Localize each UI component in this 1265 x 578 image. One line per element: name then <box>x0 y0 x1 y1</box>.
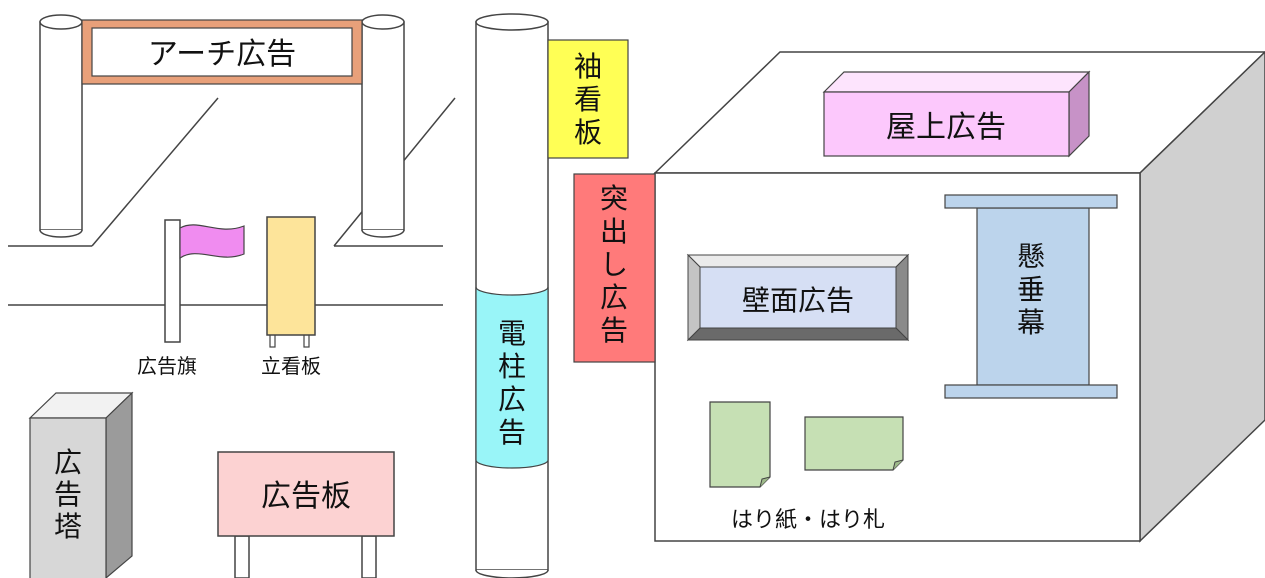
flag-label: 広告旗 <box>137 354 197 378</box>
protruding-char-3: し <box>600 248 628 281</box>
protruding-char-4: 広 <box>600 281 628 314</box>
wall-label: 壁面広告 <box>742 284 854 317</box>
utility-pole: 電 柱 広 告 <box>475 13 549 578</box>
board-label: 広告板 <box>261 479 351 514</box>
sleeve-char-2: 看 <box>574 83 602 116</box>
tower-char-1: 広 <box>54 446 82 479</box>
banner-char-2: 垂 <box>1017 273 1045 306</box>
hanging-banner: 懸 垂 幕 <box>944 194 1118 399</box>
protruding-char-2: 出 <box>600 215 628 248</box>
pole-char-4: 告 <box>498 416 526 449</box>
pole-char-1: 電 <box>498 317 526 350</box>
wall-advertisement: 壁面広告 <box>686 253 910 342</box>
sleeve-char-1: 袖 <box>574 50 602 83</box>
sleeve-char-3: 板 <box>574 116 602 149</box>
arch-label: アーチ広告 <box>148 37 296 72</box>
pole-char-2: 柱 <box>498 350 526 383</box>
rooftop-label: 屋上広告 <box>886 110 1006 145</box>
tower-char-2: 告 <box>54 478 82 511</box>
posters: はり紙・はり札 <box>709 401 904 533</box>
banner-char-1: 懸 <box>1017 240 1045 273</box>
sleeve-signboard: 袖 看 板 <box>547 39 629 159</box>
protruding-char-1: 突 <box>600 182 628 215</box>
protruding-char-5: 告 <box>600 314 628 347</box>
advertising-tower: 広 告 塔 <box>28 391 134 578</box>
rooftop-advertisement: 屋上広告 <box>822 70 1091 158</box>
banner-char-3: 幕 <box>1017 306 1045 339</box>
pole-char-3: 広 <box>498 383 526 416</box>
posters-label: はり紙・はり札 <box>731 508 885 533</box>
advertising-board: 広告板 <box>217 451 395 578</box>
arch-advertisement: アーチ広告 <box>39 14 405 238</box>
stand-label: 立看板 <box>261 354 321 378</box>
protruding-sign: 突 出 し 広 告 <box>573 173 656 363</box>
standing-signboard: 立看板 <box>261 216 321 378</box>
advertising-flag: 広告旗 <box>137 219 245 378</box>
tower-char-3: 塔 <box>54 510 82 543</box>
